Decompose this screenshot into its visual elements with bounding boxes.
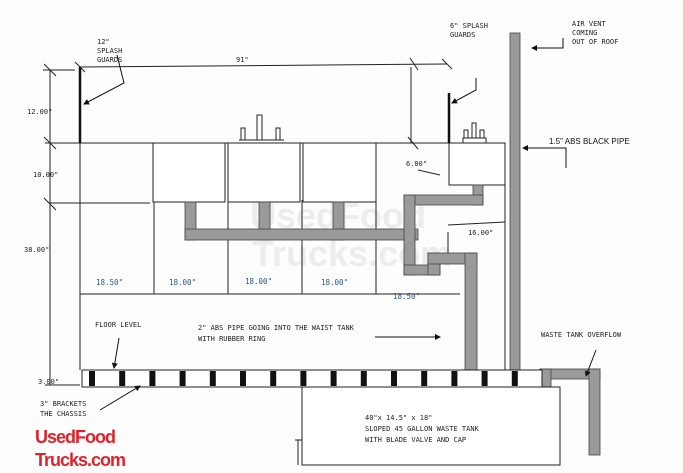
floor-bracket-block: [360, 371, 367, 386]
svg-text:3" BRACKETS: 3" BRACKETS: [40, 400, 86, 408]
floor-bracket-block: [300, 371, 307, 386]
floor-bracket-block: [179, 371, 186, 386]
faucet-hand-sink: [462, 122, 487, 144]
svg-text:COMING: COMING: [572, 29, 597, 37]
floor-bracket-block: [270, 371, 277, 386]
floor-bracket-block: [451, 371, 458, 386]
svg-text:10.00": 10.00": [33, 171, 58, 179]
floor-bracket-block: [511, 371, 518, 386]
floor-bracket-block: [119, 371, 126, 386]
arrows: [83, 38, 597, 411]
svg-text:UsedFood: UsedFood: [35, 427, 115, 447]
svg-text:12.00": 12.00": [27, 108, 52, 116]
floor-bracket-block: [421, 371, 428, 386]
svg-text:18.00": 18.00": [245, 277, 272, 286]
floor-bracket-block: [481, 371, 488, 386]
usedfoodtrucks-logo: UsedFood Trucks.com: [35, 427, 126, 470]
svg-text:18.00": 18.00": [321, 278, 348, 287]
svg-text:38.00": 38.00": [24, 246, 49, 254]
svg-text:6.00": 6.00": [406, 160, 427, 168]
svg-text:16.00": 16.00": [468, 229, 493, 237]
dimension-labels: 91" 12.00" 10.00" 38.00" 3.00" 6.00" 16.…: [24, 56, 493, 386]
floor-bracket-block: [391, 371, 397, 386]
floor-strip: [81, 369, 543, 388]
floor-bracket-block: [240, 371, 246, 386]
svg-text:1.5" ABS BLACK PIPE: 1.5" ABS BLACK PIPE: [549, 137, 630, 146]
floor-bracket-block: [89, 371, 95, 386]
svg-text:THE CHASSIS: THE CHASSIS: [40, 410, 86, 418]
svg-text:91": 91": [236, 56, 249, 64]
svg-text:3.00": 3.00": [38, 378, 59, 386]
labels: 12" SPLASH GUARDS 6" SPLASH GUARDS AIR V…: [40, 20, 630, 444]
svg-text:WASTE TANK OVERFLOW: WASTE TANK OVERFLOW: [541, 331, 622, 339]
svg-text:GUARDS: GUARDS: [450, 31, 475, 39]
floor-bracket-block: [149, 371, 156, 386]
svg-text:SPLASH: SPLASH: [97, 47, 122, 55]
svg-text:12": 12": [97, 38, 110, 46]
floor-bracket-block: [209, 371, 216, 386]
sinks: [152, 142, 377, 203]
hand-sink: [448, 142, 506, 186]
faucet-main: [239, 114, 284, 141]
vent-pipe: [509, 32, 521, 394]
svg-text:6" SPLASH: 6" SPLASH: [450, 22, 488, 30]
svg-text:GUARDS: GUARDS: [97, 56, 122, 64]
svg-text:18.50": 18.50": [96, 278, 123, 287]
svg-text:WITH BLADE VALVE AND CAP: WITH BLADE VALVE AND CAP: [365, 436, 466, 444]
waste-tank: [301, 386, 561, 466]
svg-text:40"x 14.5" x 18": 40"x 14.5" x 18": [365, 414, 432, 422]
svg-text:SLOPED 45 GALLON WASTE TANK: SLOPED 45 GALLON WASTE TANK: [365, 425, 480, 433]
svg-text:Trucks.com: Trucks.com: [35, 450, 125, 470]
overflow-pipe: [539, 368, 601, 456]
svg-text:FLOOR LEVEL: FLOOR LEVEL: [95, 321, 141, 329]
svg-text:2" ABS PIPE GOING INTO THE WAI: 2" ABS PIPE GOING INTO THE WAIST TANK: [198, 324, 355, 332]
svg-text:AIR VENT: AIR VENT: [572, 20, 607, 28]
svg-text:18.50": 18.50": [393, 292, 420, 301]
svg-text:WITH RUBBER RING: WITH RUBBER RING: [198, 335, 265, 343]
drain-pipes: [184, 184, 484, 402]
floor-bracket-block: [330, 371, 337, 386]
svg-text:OUT OF ROOF: OUT OF ROOF: [572, 38, 618, 46]
svg-text:18.00": 18.00": [169, 278, 196, 287]
